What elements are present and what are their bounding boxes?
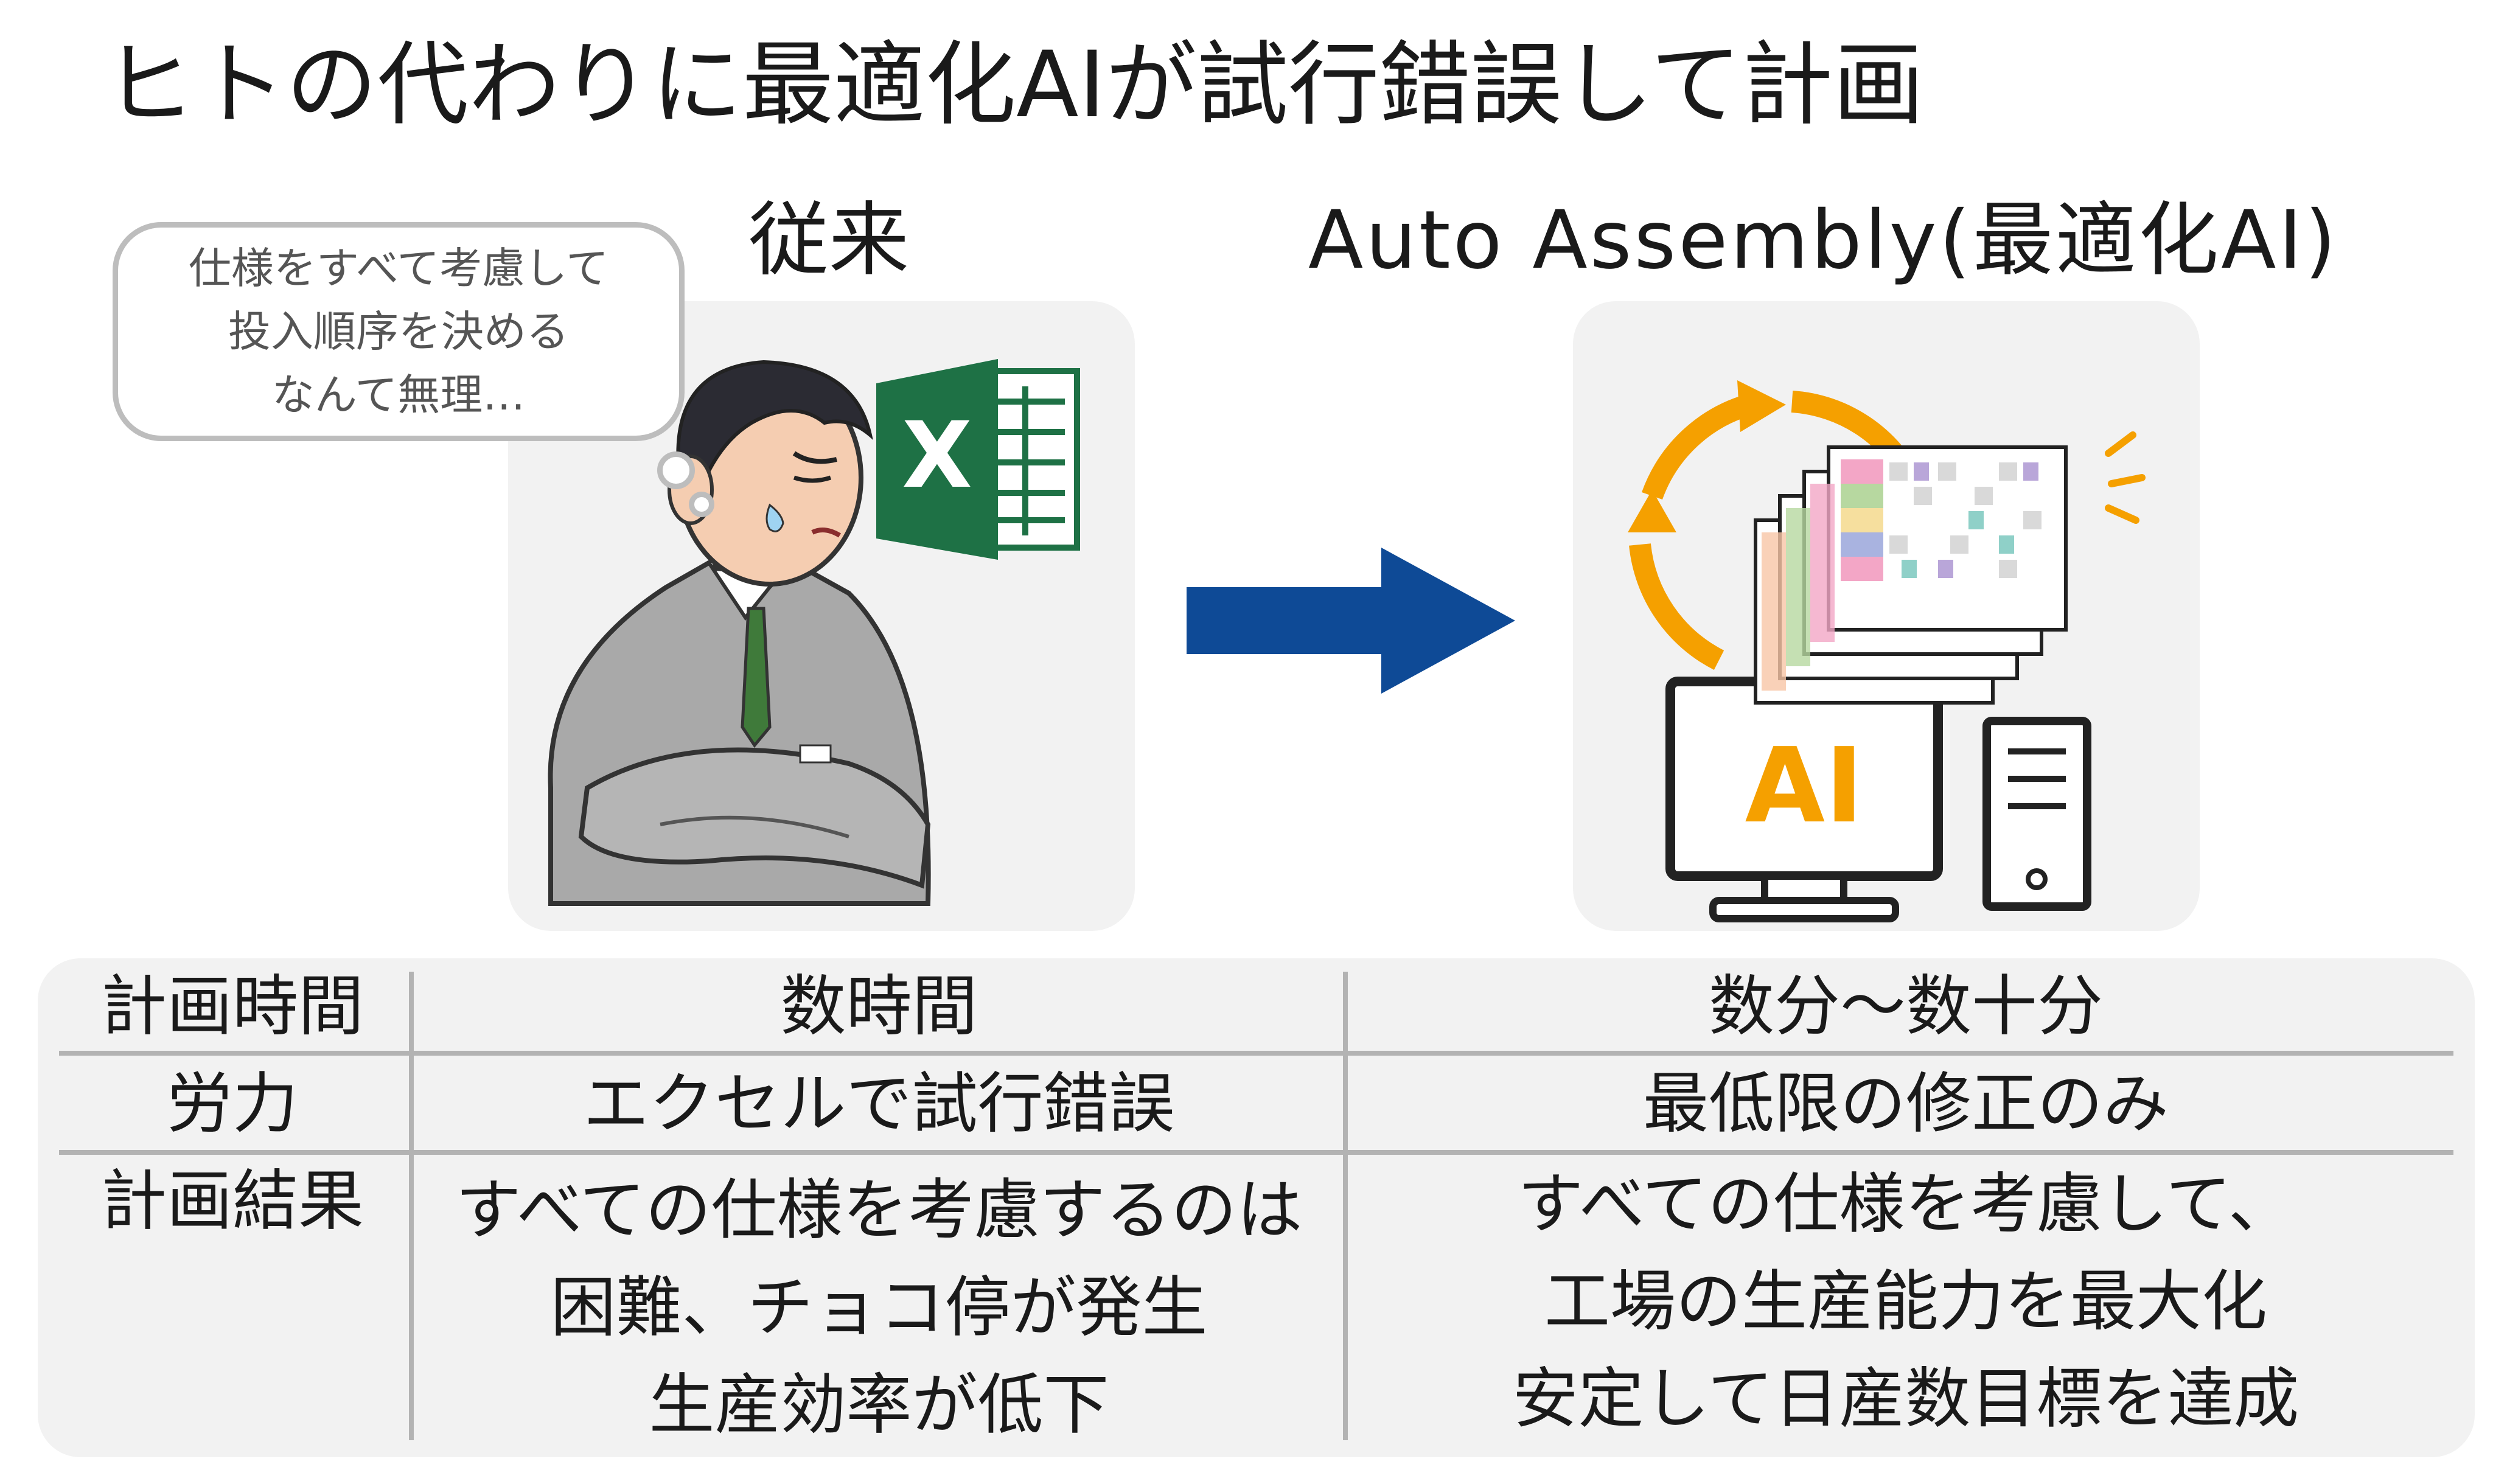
conventional-effort: エクセルで試行錯誤 <box>583 1066 1175 1142</box>
ai-optimization-illustration: AI <box>1628 380 2146 922</box>
column-divider <box>1343 972 1348 1440</box>
conventional-result-line: 困難、チョコ停が発生 <box>550 1270 1208 1346</box>
ai-planning-time: 数分～数十分 <box>1708 969 2103 1045</box>
page-title: ヒトの代わりに最適化AIが試行錯誤して計画 <box>103 32 1925 138</box>
conventional-heading: 従来 <box>748 193 909 287</box>
row-divider <box>59 1150 2453 1155</box>
thought-line: 投入順序を決める <box>228 307 569 357</box>
auto-assembly-heading: Auto Assembly(最適化AI) <box>1308 193 2338 287</box>
ai-result-line: すべての仕様を考慮して、 <box>1518 1166 2294 1242</box>
ai-result-line: 安定して日産数目標を達成 <box>1512 1361 2300 1437</box>
thought-bubble: 仕様をすべて考慮して 投入順序を決める なんて無理… <box>113 222 685 441</box>
row-label-planning-time: 計画時間 <box>100 969 364 1045</box>
thought-dot <box>657 451 695 489</box>
conventional-planning-time: 数時間 <box>780 969 978 1045</box>
thought-line: なんて無理… <box>271 370 526 420</box>
row-divider <box>59 1051 2453 1056</box>
thought-line: 仕様をすべて考慮して <box>188 243 609 293</box>
ai-effort: 最低限の修正のみ <box>1642 1066 2169 1142</box>
ai-result-line: 工場の生産能力を最大化 <box>1544 1264 2267 1340</box>
thought-dot <box>689 492 714 517</box>
comparison-table: 計画時間 数時間 数分～数十分 労力 エクセルで試行錯誤 最低限の修正のみ 計画… <box>38 958 2475 1457</box>
cycle-arrow-segment <box>1642 394 1753 500</box>
conventional-result-line: すべての仕様を考慮するのは <box>455 1172 1303 1249</box>
ai-label: AI <box>1745 726 1864 846</box>
cycle-arrow-segment <box>1629 543 1724 671</box>
conventional-result-line: 生産効率が低下 <box>649 1367 1109 1443</box>
column-divider <box>409 972 414 1440</box>
excel-icon: X <box>876 359 1080 560</box>
right-arrow-icon <box>1187 548 1515 694</box>
excel-letter: X <box>902 403 972 509</box>
row-label-effort: 労力 <box>166 1066 298 1142</box>
row-label-planning-result: 計画結果 <box>100 1163 364 1239</box>
